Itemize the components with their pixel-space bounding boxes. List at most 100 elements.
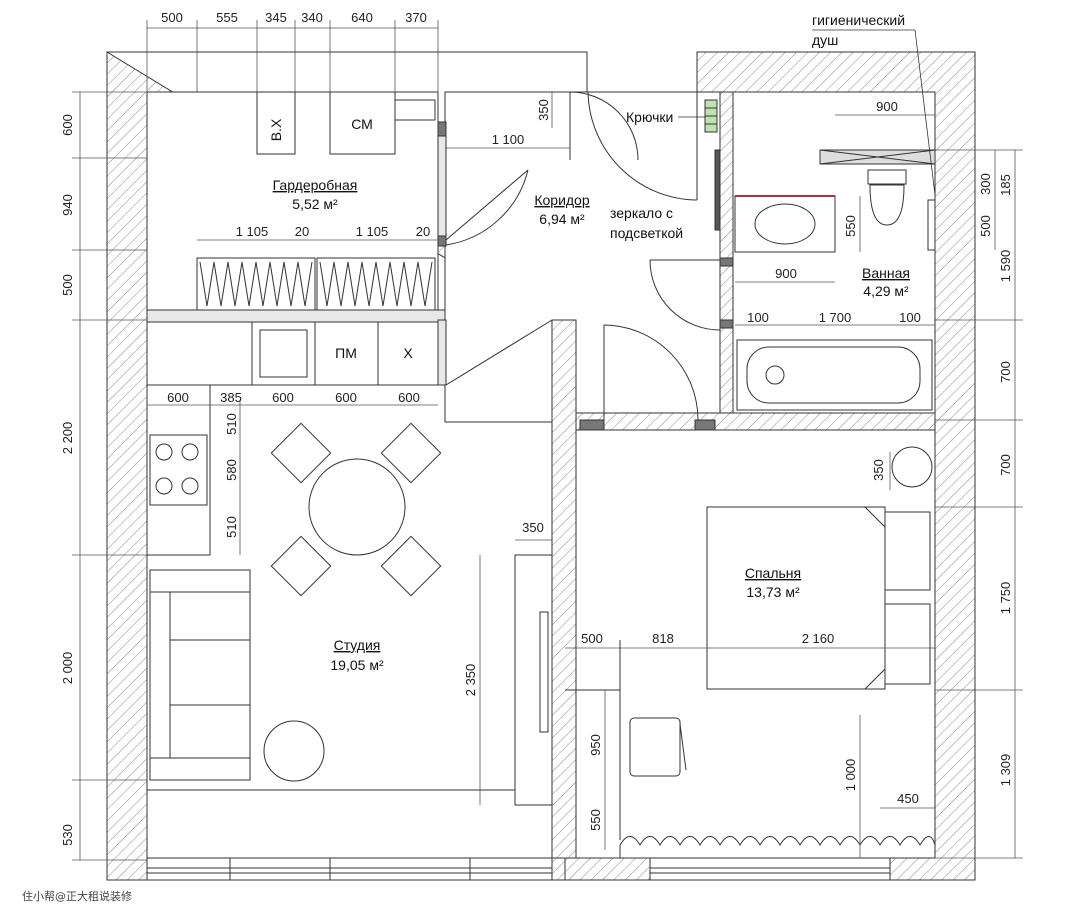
bedroom-furniture xyxy=(565,446,936,859)
dim-desk-1000: 1 000 xyxy=(843,759,858,792)
wardrobe-floor xyxy=(146,91,439,311)
radiator xyxy=(619,836,936,859)
dim-desk-550: 550 xyxy=(588,809,603,831)
stove xyxy=(149,434,208,506)
dim-corr-350: 350 xyxy=(536,99,551,121)
dim-kitchen-5: 600 xyxy=(398,390,420,405)
doors xyxy=(445,91,721,421)
dim-stove-1: 510 xyxy=(224,413,239,435)
label-fridge: Х xyxy=(403,345,413,361)
toilet-tank xyxy=(867,169,907,185)
mirror-strip xyxy=(714,149,721,231)
annotations: гигиенический душ Крючки зеркало с подсв… xyxy=(610,12,936,241)
dims-top: 500 555 345 340 640 370 xyxy=(161,10,427,25)
chair-3 xyxy=(270,535,332,597)
dining-table xyxy=(308,458,406,556)
dim-right-small-1: 185 xyxy=(998,174,1013,196)
room-bathroom-name: Ванная xyxy=(862,265,910,281)
ann-mirror-1: зеркало с xyxy=(610,205,673,221)
windows xyxy=(146,857,891,881)
dim-bath-100a: 100 xyxy=(747,310,769,325)
washer-dryer-box xyxy=(256,91,296,155)
dim-left-5: 530 xyxy=(60,824,75,846)
dim-stove-2: 580 xyxy=(224,459,239,481)
partition-kitchen-corridor xyxy=(437,319,447,386)
appliance-labels: В.Х СМ ПМ Х xyxy=(268,116,413,361)
dim-desk-950: 950 xyxy=(588,734,603,756)
dim-bath-900: 900 xyxy=(775,266,797,281)
window-bedroom xyxy=(649,857,891,881)
burner-3 xyxy=(155,477,173,495)
dim-bath-100b: 100 xyxy=(899,310,921,325)
dim-wardrobe-g2: 20 xyxy=(416,224,430,239)
dim-right-small-2: 500 xyxy=(978,215,993,237)
label-washing-machine: СМ xyxy=(351,116,373,132)
dim-bed-818: 818 xyxy=(652,631,674,646)
dim-top-4: 640 xyxy=(351,10,373,25)
chair-2 xyxy=(380,422,442,484)
room-corridor-name: Коридор xyxy=(534,192,590,208)
sofa-arm-bottom xyxy=(149,757,251,781)
desk-chair xyxy=(629,717,681,777)
label-washer-dryer: В.Х xyxy=(268,118,284,141)
wardrobe-furniture xyxy=(196,91,436,311)
partition-wardrobe-corridor xyxy=(437,129,447,241)
partition-wardrobe-studio xyxy=(146,309,446,323)
sofa-back xyxy=(149,569,171,781)
window-studio xyxy=(146,857,553,881)
dim-top-3: 340 xyxy=(301,10,323,25)
door-entry-main xyxy=(587,91,698,201)
watermark: 住小帮@正大租说装修 xyxy=(22,889,132,903)
doorjamb-5 xyxy=(719,257,734,267)
ann-hygienic-shower-1: гигиенический xyxy=(812,12,905,28)
dim-left-1: 940 xyxy=(60,194,75,216)
room-labels: Гардеробная 5,52 м² Коридор 6,94 м² Ванн… xyxy=(273,177,910,673)
coffee-table xyxy=(263,720,325,782)
partition-corridor-bath xyxy=(719,91,734,423)
pillow-1 xyxy=(884,511,931,591)
ann-mirror-2: подсветкой xyxy=(610,225,683,241)
doorjamb-3 xyxy=(437,121,447,137)
chair-4 xyxy=(380,535,442,597)
bedroom-pouf xyxy=(891,446,933,488)
dim-kitchen-4: 600 xyxy=(335,390,357,405)
partition-bath-bedroom xyxy=(575,412,936,431)
room-studio-name: Студия xyxy=(334,637,381,653)
partitions xyxy=(146,91,936,859)
room-wardrobe-area: 5,52 м² xyxy=(292,196,338,212)
dim-corr-1100: 1 100 xyxy=(492,132,525,147)
room-studio-area: 19,05 м² xyxy=(330,657,384,673)
fridge-box xyxy=(377,321,439,386)
dim-top-0: 500 xyxy=(161,10,183,25)
dim-wardrobe-w1: 1 105 xyxy=(236,224,269,239)
pillow-2 xyxy=(884,603,931,685)
burner-4 xyxy=(181,477,199,495)
dim-wall-2350: 2 350 xyxy=(463,664,478,697)
wardrobe-cabinet-2-pattern xyxy=(319,261,433,307)
doorjamb-4 xyxy=(437,235,447,247)
wardrobe-cabinet-2 xyxy=(316,257,436,311)
dim-left-0: 600 xyxy=(60,114,75,136)
door-wardrobe xyxy=(445,169,529,246)
dim-right-4: 1 309 xyxy=(998,754,1013,787)
dim-wardrobe-w2: 1 105 xyxy=(356,224,389,239)
sofa xyxy=(147,569,552,791)
sofa-arm-top xyxy=(149,569,251,593)
dim-left-2: 500 xyxy=(60,274,75,296)
washbasin xyxy=(754,203,816,245)
doorjamb-1 xyxy=(579,419,605,431)
burner-1 xyxy=(155,443,173,461)
room-bathroom-area: 4,29 м² xyxy=(863,283,909,299)
dim-stove-3: 510 xyxy=(224,516,239,538)
dim-left-3: 2 200 xyxy=(60,422,75,455)
door-bedroom xyxy=(603,324,699,421)
kitchen xyxy=(146,321,439,556)
dim-bath-550: 550 xyxy=(843,215,858,237)
doorjamb-6 xyxy=(719,319,734,329)
dimension-lines xyxy=(72,20,1023,861)
dim-kitchen-2: 385 xyxy=(220,390,242,405)
tv xyxy=(539,611,549,733)
dim-desk-450: 450 xyxy=(897,791,919,806)
dim-bath-1700: 1 700 xyxy=(819,310,852,325)
